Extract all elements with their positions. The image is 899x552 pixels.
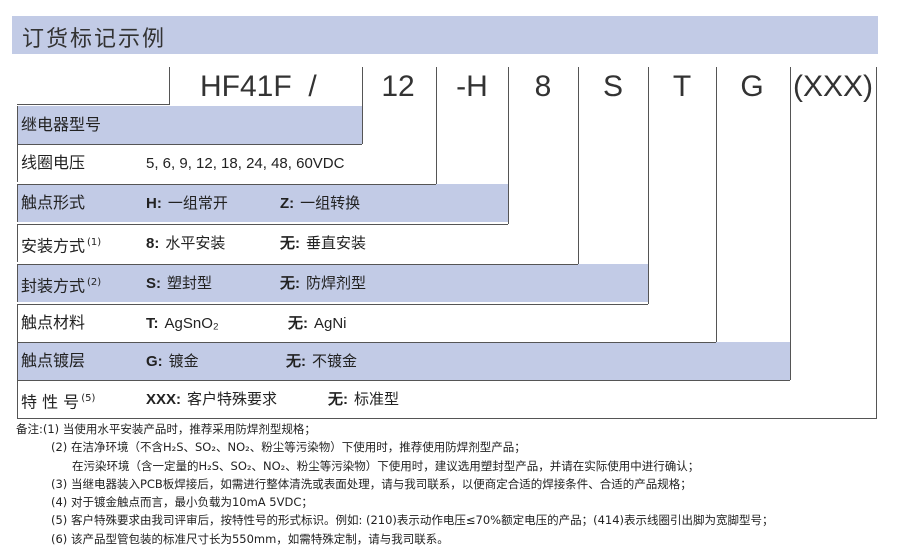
row-option: S:塑封型 <box>146 274 213 292</box>
title-bar <box>12 16 878 54</box>
row-value: 5, 6, 9, 12, 18, 24, 48, 60VDC <box>146 155 345 172</box>
row-label: 特 性 号(5) <box>21 392 96 412</box>
divider <box>362 67 363 144</box>
row-coil-voltage: 线圈电压 5, 6, 9, 12, 18, 24, 48, 60VDC <box>17 144 436 182</box>
code-package: S <box>602 70 623 103</box>
row-option: Z:一组转换 <box>280 194 361 212</box>
section-title: 订货标记示例 <box>22 27 167 52</box>
row-model: 继电器型号 <box>17 106 362 144</box>
code-contact-material: T <box>672 70 692 103</box>
note-line: (4) 对于镀金触点而言，最小负载为10mA 5VDC； <box>51 495 313 510</box>
row-option: 无:标准型 <box>328 390 400 408</box>
row-contact-form: 触点形式 H:一组常开 Z:一组转换 <box>17 184 508 222</box>
divider <box>578 67 579 264</box>
code-contact-form: -H <box>456 70 488 103</box>
divider <box>716 67 717 342</box>
code-mounting: 8 <box>534 70 552 103</box>
row-option: H:一组常开 <box>146 194 228 212</box>
divider <box>17 418 877 419</box>
divider <box>17 224 508 225</box>
divider <box>17 104 169 105</box>
divider <box>17 380 790 381</box>
row-mounting: 安装方式(1) 8:水平安装 无:垂直安装 <box>17 224 578 262</box>
row-option: 无:垂直安装 <box>280 234 367 252</box>
divider <box>17 304 648 305</box>
row-label: 触点镀层 <box>21 351 86 370</box>
code-voltage: 12 <box>381 70 415 103</box>
note-line: (6) 该产品型管包装的标准尺寸长为550mm，如需特殊定制，请与我司联系。 <box>51 531 449 546</box>
row-option: 无:防焊剂型 <box>280 274 367 292</box>
row-contact-material: 触点材料 T:AgSnO₂ 无:AgNi <box>17 304 716 342</box>
row-label: 触点材料 <box>21 313 86 332</box>
divider <box>790 67 791 380</box>
note-line: (2) 在洁净环境（不含H₂S、SO₂、NO₂、粉尘等污染物）下使用时，推荐使用… <box>51 440 526 455</box>
row-plating: 触点镀层 G:镀金 无:不镀金 <box>17 342 790 380</box>
code-special: (XXX) <box>792 70 873 103</box>
divider <box>17 184 436 185</box>
row-option: G:镀金 <box>146 352 199 370</box>
row-label: 封装方式(2) <box>21 276 102 296</box>
row-label: 安装方式(1) <box>21 236 102 256</box>
code-model: HF41F / <box>200 70 317 103</box>
row-option: 8:水平安装 <box>146 234 226 252</box>
row-option: T:AgSnO₂ <box>146 315 219 332</box>
row-label: 线圈电压 <box>21 153 86 172</box>
divider <box>169 67 170 105</box>
divider <box>17 342 716 343</box>
note-line: 备注:(1) 当使用水平安装产品时，推荐采用防焊剂型规格； <box>16 422 316 436</box>
row-option: 无:不镀金 <box>286 352 358 370</box>
divider <box>17 144 362 145</box>
note-line: (3) 当继电器装入PCB板焊接后，如需进行整体清洗或表面处理，请与我司联系，以… <box>51 476 692 491</box>
divider <box>436 67 437 184</box>
note-line: 在污染环境（含一定量的H₂S、SO₂、NO₂、粉尘等污染物）下使用时，建议选用塑… <box>72 458 700 473</box>
note-line: (5) 客户特殊要求由我司评审后，按特性号的形式标识。例如: (210)表示动作… <box>51 513 774 528</box>
notes: 备注:(1) 当使用水平安装产品时，推荐采用防焊剂型规格； (2) 在洁净环境（… <box>16 420 774 548</box>
row-special: 特 性 号(5) XXX:客户特殊要求 无:标准型 <box>17 380 877 418</box>
divider <box>508 67 509 224</box>
row-option: 无:AgNi <box>288 315 347 332</box>
divider <box>648 67 649 304</box>
row-label: 触点形式 <box>21 193 86 212</box>
row-label: 继电器型号 <box>21 115 102 134</box>
divider <box>876 67 877 418</box>
divider <box>17 264 578 265</box>
row-package: 封装方式(2) S:塑封型 无:防焊剂型 <box>17 264 648 302</box>
row-option: XXX:客户特殊要求 <box>146 390 278 408</box>
code-plating: G <box>740 70 764 103</box>
